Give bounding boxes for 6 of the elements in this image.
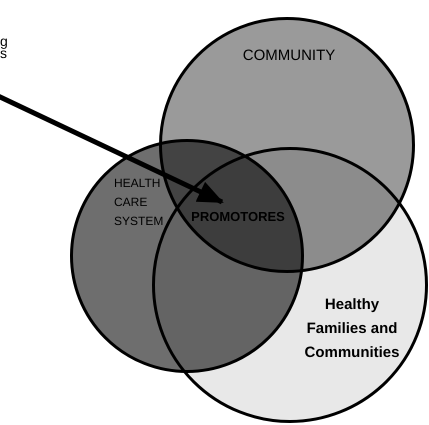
arrow bbox=[0, 94, 224, 204]
circle-label: Healthy Families and Communities bbox=[303, 295, 400, 363]
circle-label: COMMUNITY bbox=[242, 46, 336, 66]
venn-circle bbox=[70, 139, 304, 373]
circle-label: HEALTH CARE SYSTEM bbox=[114, 175, 164, 230]
overlap-label: PROMOTORES bbox=[184, 207, 292, 226]
